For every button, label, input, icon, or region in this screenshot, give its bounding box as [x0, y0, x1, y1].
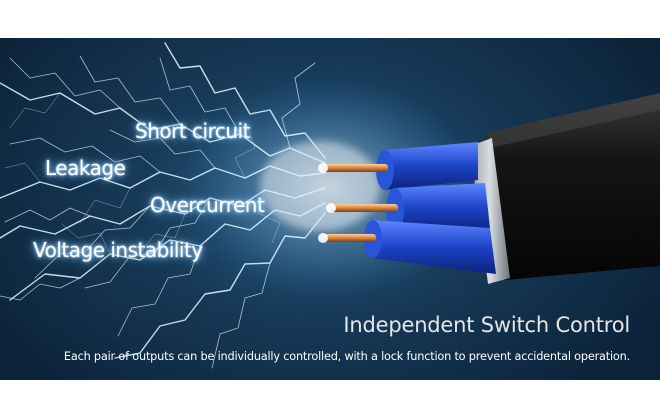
hazard-label-leakage: Leakage [45, 156, 126, 180]
feature-title: Independent Switch Control [343, 313, 630, 337]
lightning-bolts [0, 42, 326, 369]
hero-banner: Short circuit Leakage Overcurrent Voltag… [0, 38, 660, 380]
hazard-label-voltage-instability: Voltage instability [33, 238, 203, 262]
feature-description: Each pair of outputs can be individually… [63, 350, 630, 363]
hazard-label-short-circuit: Short circuit [135, 119, 250, 143]
hazard-label-overcurrent: Overcurrent [150, 193, 265, 217]
electric-cable-illustration [0, 42, 660, 369]
cable [318, 93, 660, 284]
